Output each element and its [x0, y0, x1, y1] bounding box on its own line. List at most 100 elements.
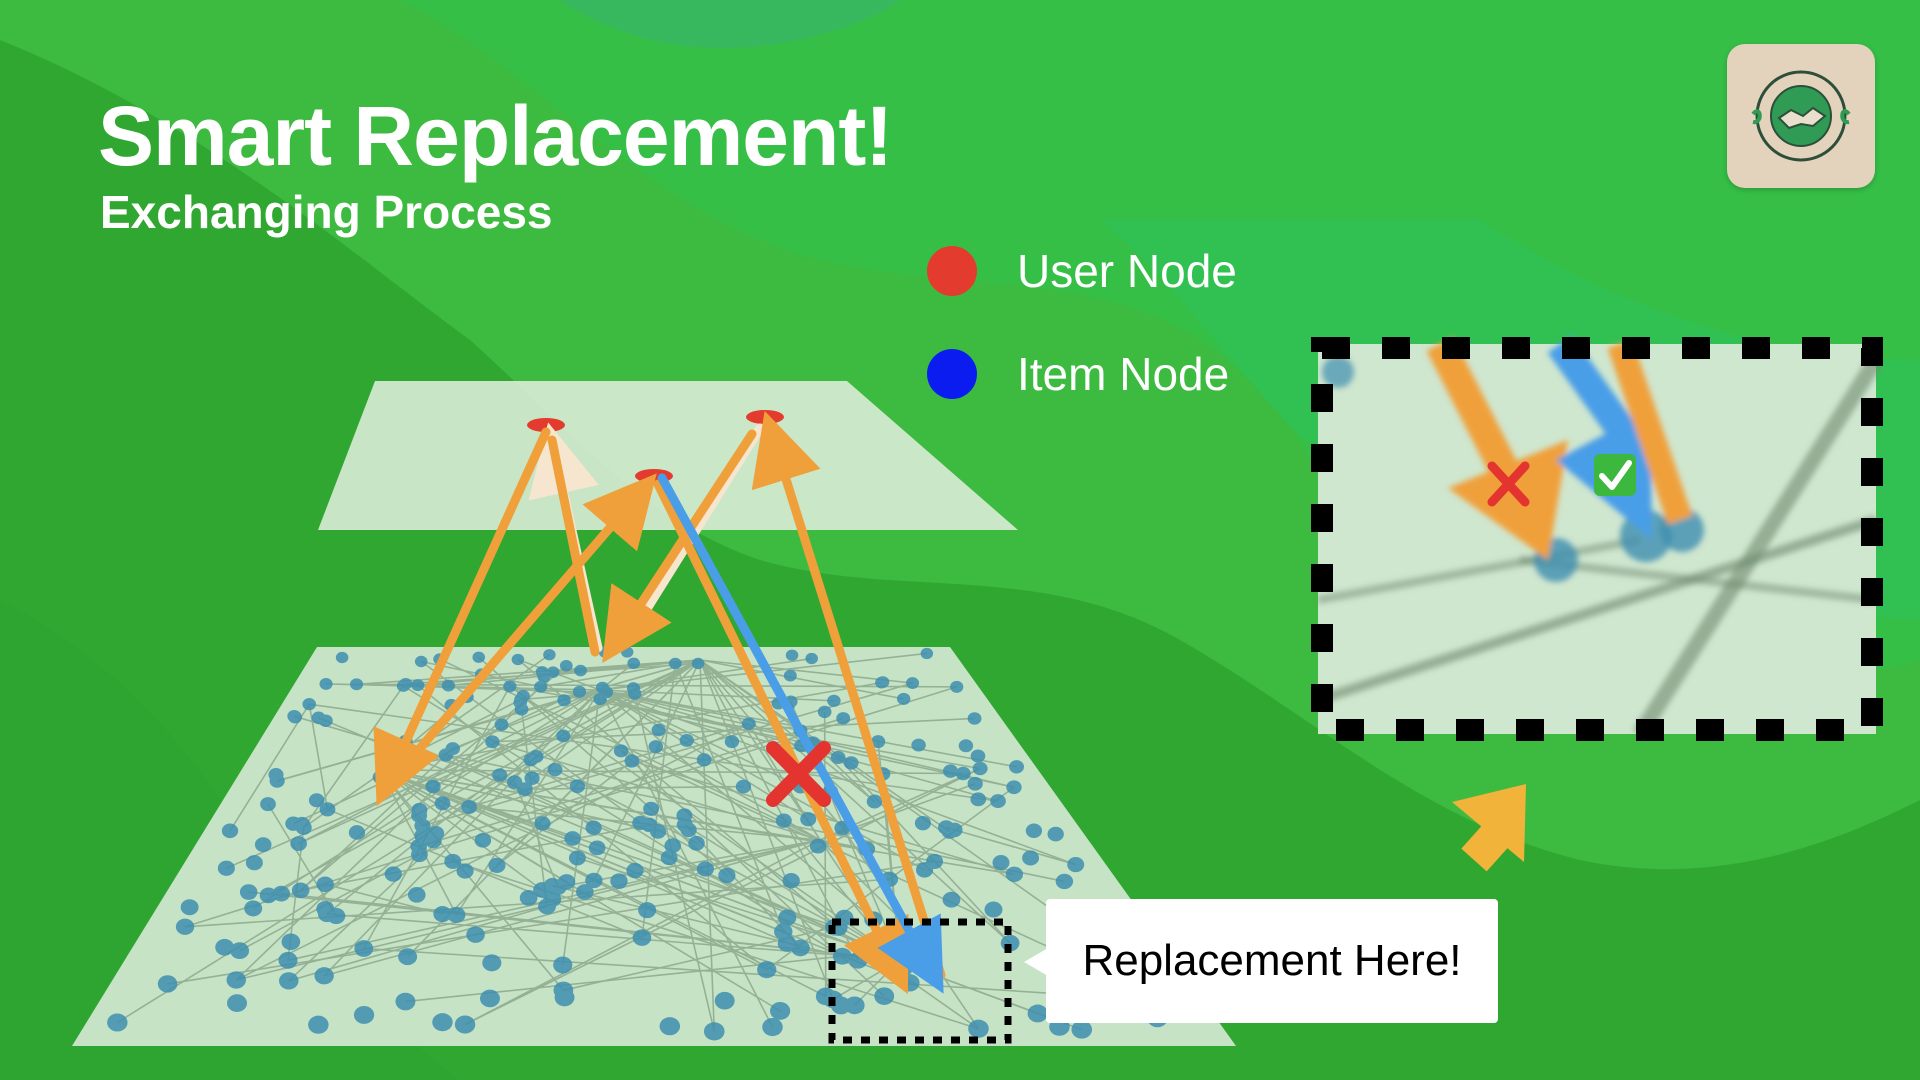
item-node	[688, 835, 705, 851]
item-node	[809, 838, 827, 854]
item-node	[535, 666, 549, 678]
exchange-arrow	[751, 410, 946, 980]
item-node	[844, 996, 865, 1015]
item-node	[107, 1013, 128, 1032]
item-node	[942, 764, 958, 778]
graph-edge	[452, 689, 601, 750]
item-node	[492, 768, 508, 782]
graph-edge	[268, 659, 701, 897]
item-node	[782, 872, 800, 889]
item-node	[564, 831, 581, 846]
item-node	[308, 1015, 329, 1034]
item-node	[638, 902, 657, 919]
item-node	[543, 649, 556, 661]
item-node	[230, 942, 250, 960]
item-node	[411, 808, 428, 823]
replacement-callout: Replacement Here!	[1046, 899, 1498, 1023]
graph-edge	[599, 689, 1076, 866]
graph-edge	[823, 711, 827, 997]
item-node	[632, 929, 652, 946]
item-node	[1067, 857, 1085, 873]
reject-x-icon	[1487, 461, 1530, 507]
graph-edge	[599, 689, 925, 871]
graph-edge	[945, 826, 1076, 866]
item-node	[1047, 826, 1064, 842]
item-node	[676, 817, 693, 833]
item-node	[1071, 1020, 1093, 1039]
graph-edge	[517, 658, 601, 691]
item-node	[494, 718, 509, 731]
zoom-inset	[1311, 335, 1883, 741]
logo	[1727, 44, 1875, 188]
item-node	[783, 669, 797, 682]
item-node	[480, 989, 500, 1008]
item-node	[384, 866, 402, 882]
item-node	[414, 655, 428, 668]
item-node	[679, 733, 694, 747]
item-node	[659, 1017, 681, 1036]
item-node	[967, 712, 982, 725]
item-node	[832, 947, 852, 965]
item-node	[434, 796, 451, 811]
item-node	[972, 761, 988, 776]
item-node	[281, 933, 301, 951]
page-subtitle: Exchanging Process	[100, 186, 553, 238]
item-node	[990, 794, 1006, 809]
user-node-icon	[927, 246, 977, 296]
item-node	[217, 860, 235, 876]
item-node	[613, 744, 629, 758]
item-node	[703, 1022, 725, 1041]
item-node	[905, 677, 920, 689]
item-node	[553, 981, 574, 1000]
item-node	[466, 926, 485, 943]
graph-edge	[599, 689, 1017, 768]
item-node	[1025, 823, 1043, 839]
exchange-arrow	[373, 427, 551, 807]
item-node	[557, 694, 571, 707]
graph-edge	[300, 824, 650, 892]
item-node	[288, 710, 303, 724]
item-node	[472, 651, 486, 663]
graph-edge	[379, 769, 839, 929]
item-node	[762, 1017, 783, 1037]
graph-edge	[699, 659, 876, 803]
item-node	[941, 824, 958, 839]
item-node	[354, 940, 374, 957]
item-node	[643, 801, 659, 816]
replacement-highlight-box	[828, 918, 1012, 1044]
item-node	[227, 994, 248, 1012]
item-node	[407, 886, 426, 903]
item-node	[447, 906, 466, 923]
item-node	[585, 820, 602, 836]
item-node	[735, 779, 752, 794]
item-node	[157, 975, 178, 993]
item-node	[785, 649, 799, 661]
item-node	[691, 657, 705, 670]
item-node	[226, 971, 247, 989]
item-node	[774, 923, 793, 940]
item-node	[968, 1019, 989, 1038]
item-node	[316, 876, 334, 893]
item-node	[511, 653, 525, 666]
item-node	[626, 862, 644, 879]
item-node	[572, 685, 587, 698]
item-node	[648, 740, 664, 754]
exchange-arrow	[653, 479, 909, 995]
item-node	[649, 824, 667, 839]
item-node	[411, 679, 425, 692]
item-node	[441, 679, 455, 692]
item-node	[291, 882, 310, 899]
legend-item-user: User Node	[927, 244, 1237, 298]
item-node	[327, 907, 346, 925]
callout-tail	[1024, 948, 1048, 976]
item-node	[585, 872, 603, 889]
item-node	[559, 659, 573, 672]
item-node	[254, 837, 272, 853]
item-node	[314, 967, 334, 985]
item-node	[915, 862, 934, 878]
graph-edge	[267, 803, 337, 917]
item-node	[568, 850, 586, 866]
item-node	[696, 861, 714, 877]
item-node	[461, 800, 477, 815]
